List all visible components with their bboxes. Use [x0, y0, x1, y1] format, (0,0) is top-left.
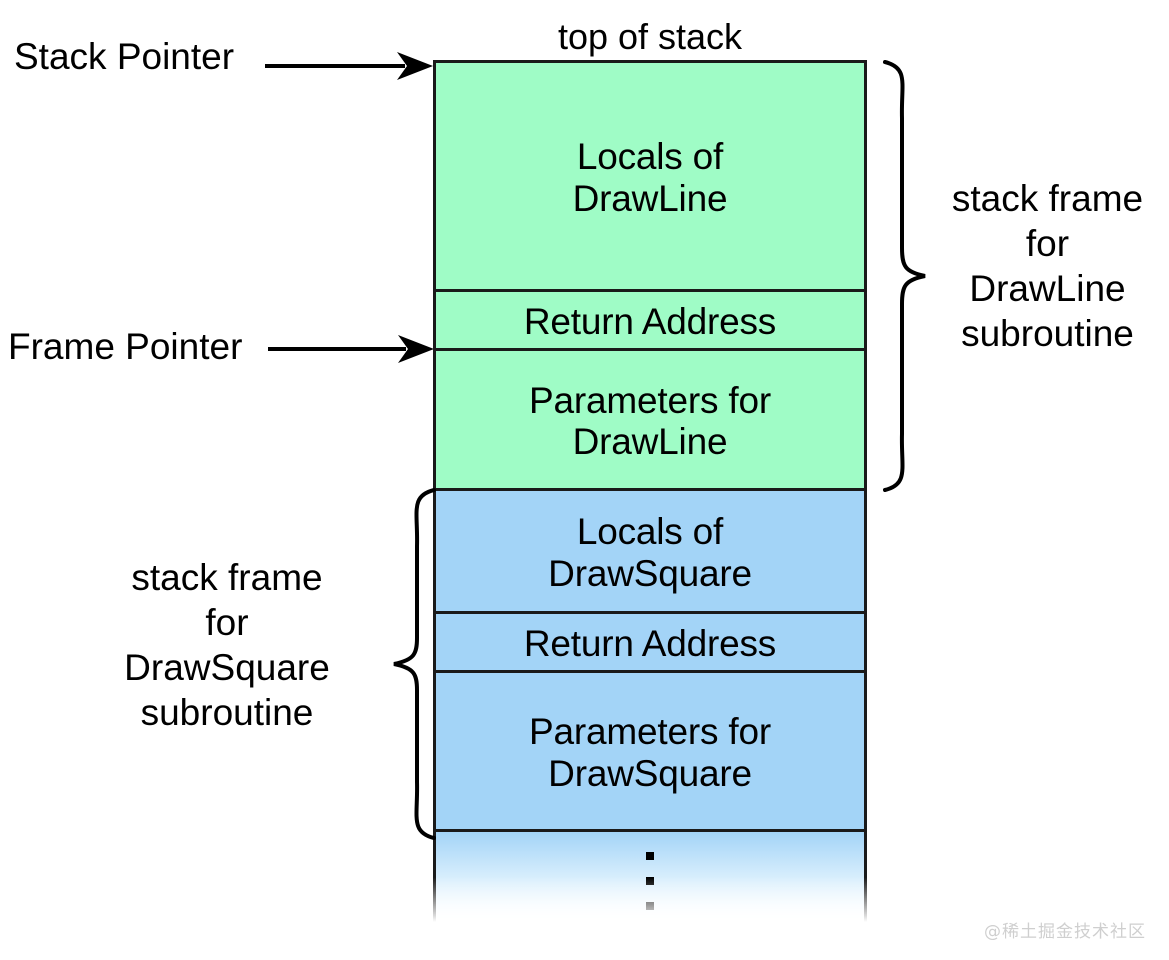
- drawline-frame-brace-icon: [883, 60, 926, 492]
- vertical-ellipsis-icon: [646, 852, 654, 910]
- frame-pointer-label: Frame Pointer: [8, 326, 243, 367]
- stack-pointer-label: Stack Pointer: [14, 36, 235, 77]
- top-of-stack-label: top of stack: [557, 16, 743, 57]
- drawsquare-frame-brace-icon: [393, 488, 436, 840]
- drawsquare-frame-note: stack frame for DrawSquare subroutine: [124, 557, 330, 734]
- stack-cell-return-address-drawsquare: Return Address: [433, 611, 867, 673]
- frame-pointer-arrow-icon: [268, 335, 434, 363]
- stack-cell-continuation: [433, 829, 867, 922]
- cell-line-1: Return Address: [523, 622, 777, 664]
- stack-pointer-arrow-icon: [265, 52, 433, 80]
- stack-cell-params-drawsquare: Parameters for DrawSquare: [433, 670, 867, 832]
- cell-line-1: Parameters for: [529, 711, 771, 753]
- cell-line-2: DrawSquare: [548, 752, 752, 794]
- cell-line-1: Locals of: [576, 511, 724, 553]
- cell-line-1: Locals of: [576, 136, 724, 178]
- stack-cell-return-address-drawline: Return Address: [433, 289, 867, 351]
- cell-line-2: DrawLine: [572, 421, 728, 462]
- stack-cell-params-drawline: Parameters for DrawLine: [433, 348, 867, 491]
- stack-column: Locals of DrawLine Return Address Parame…: [433, 60, 867, 922]
- cell-line-2: DrawSquare: [548, 552, 752, 594]
- watermark: @稀土掘金技术社区: [984, 922, 1146, 942]
- stack-cell-locals-drawline: Locals of DrawLine: [433, 60, 867, 292]
- cell-line-2: DrawLine: [572, 177, 728, 219]
- cell-line-1: Return Address: [523, 300, 777, 342]
- drawline-frame-note: stack frame for DrawLine subroutine: [951, 178, 1144, 355]
- cell-line-1: Parameters for: [529, 379, 771, 421]
- stack-cell-locals-drawsquare: Locals of DrawSquare: [433, 488, 867, 614]
